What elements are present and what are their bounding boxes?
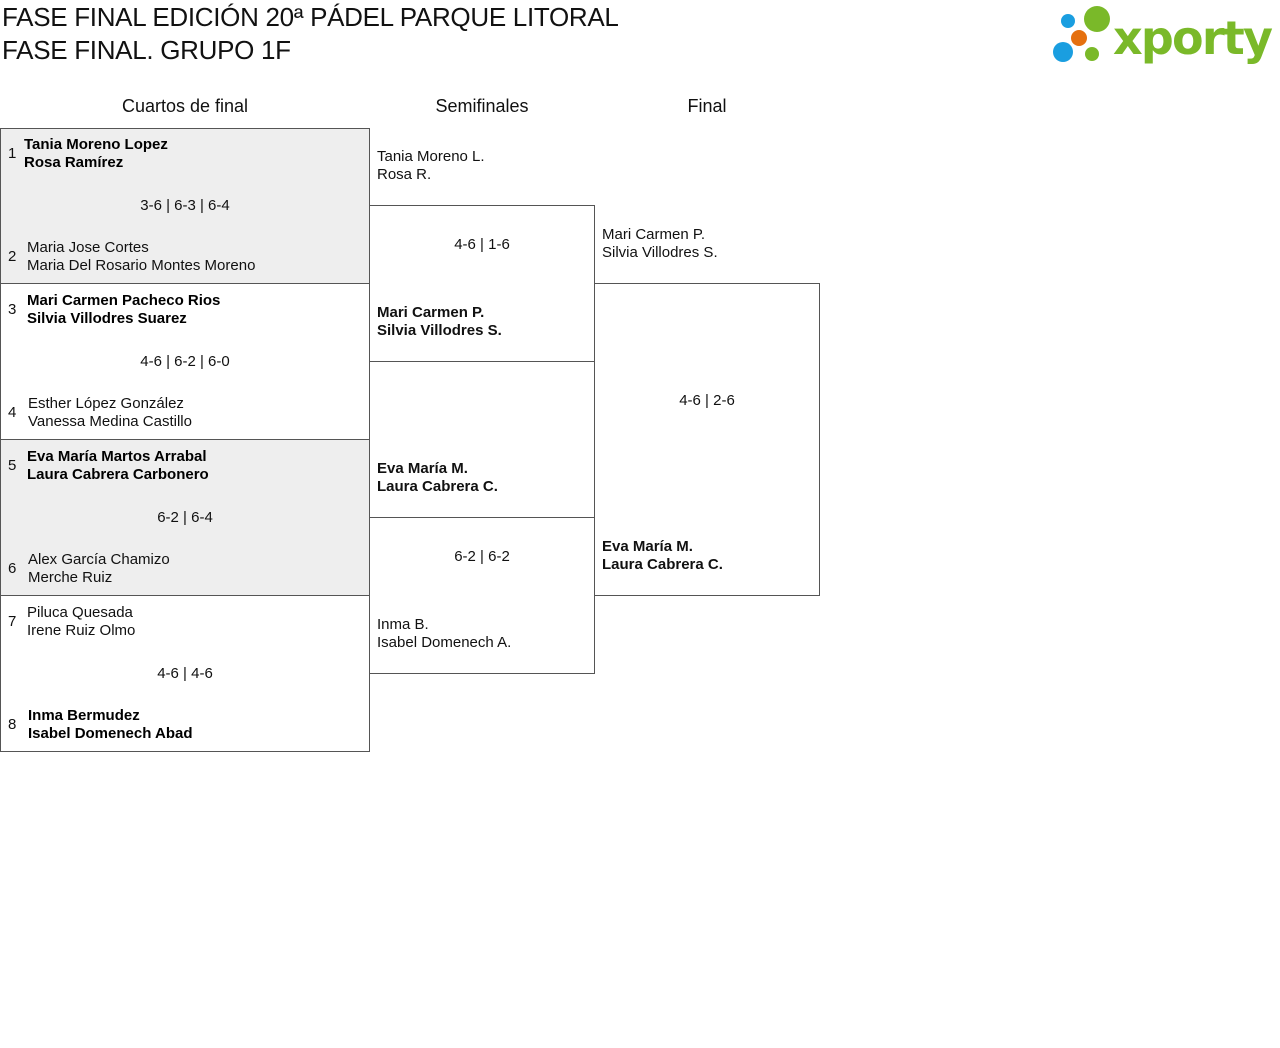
match-score: 6-2 | 6-2: [454, 548, 510, 565]
player-name: Maria Jose Cortes: [27, 239, 149, 256]
player-name: Vanessa Medina Castillo: [28, 413, 192, 430]
player-name: Eva María Martos Arrabal: [27, 448, 207, 465]
semifinal-2-team-bottom: Inma B.Isabel Domenech A.: [377, 616, 511, 652]
player-name: Rosa Ramírez: [24, 154, 124, 171]
player-name: Maria Del Rosario Montes Moreno: [27, 257, 256, 274]
player-name: Laura Cabrera C.: [377, 478, 498, 495]
player-name: Inma B.: [377, 616, 429, 633]
player-name: Laura Cabrera C.: [602, 556, 723, 573]
seed-number: 2: [8, 248, 17, 265]
match-score: 4-6 | 4-6: [157, 665, 213, 682]
seed-number: 4: [8, 404, 17, 421]
player-name: Mari Carmen Pacheco Rios: [27, 292, 221, 309]
match-score: 3-6 | 6-3 | 6-4: [140, 197, 230, 214]
final-match[interactable]: 4-6 | 2-6: [594, 283, 820, 596]
page-title: FASE FINAL EDICIÓN 20ª PÁDEL PARQUE LITO…: [2, 2, 619, 32]
column-header-quarters: Cuartos de final: [121, 96, 249, 116]
player-name: Eva María M.: [377, 460, 468, 477]
player-name: Esther López González: [28, 395, 184, 412]
player-name: Tania Moreno L.: [377, 148, 485, 165]
player-name: Merche Ruiz: [28, 569, 113, 586]
match-score: 4-6 | 6-2 | 6-0: [140, 353, 230, 370]
player-name: Silvia Villodres S.: [602, 244, 718, 261]
match-score: 6-2 | 6-4: [157, 509, 213, 526]
player-name: Silvia Villodres Suarez: [27, 310, 187, 327]
seed-number: 7: [8, 613, 17, 630]
column-header-final: Final: [687, 96, 727, 116]
xporty-logo: xporty: [1050, 4, 1276, 66]
seed-number: 5: [8, 457, 17, 474]
semifinal-2-team-winner: Eva María M.Laura Cabrera C.: [377, 460, 498, 496]
player-name: Alex García Chamizo: [28, 551, 170, 568]
player-name: Eva María M.: [602, 538, 693, 555]
seed-number: 3: [8, 301, 17, 318]
seed-number: 8: [8, 716, 17, 733]
svg-text:xporty: xporty: [1113, 11, 1273, 65]
player-name: Mari Carmen P.: [602, 226, 706, 243]
player-name: Isabel Domenech Abad: [28, 725, 193, 742]
player-name: Mari Carmen P.: [377, 304, 485, 321]
semifinal-1-team-top: Tania Moreno L.Rosa R.: [377, 148, 485, 184]
semifinal-match-2[interactable]: 6-2 | 6-2: [369, 517, 595, 674]
match-score: 4-6 | 1-6: [454, 236, 510, 253]
final-team-top: Mari Carmen P.Silvia Villodres S.: [602, 226, 718, 262]
player-name: Rosa R.: [377, 166, 432, 183]
seed-number: 1: [8, 145, 17, 162]
page-subtitle: FASE FINAL. GRUPO 1F: [2, 35, 291, 65]
player-name: Tania Moreno Lopez: [24, 136, 168, 153]
player-name: Piluca Quesada: [27, 604, 133, 621]
semifinal-1-team-winner: Mari Carmen P.Silvia Villodres S.: [377, 304, 502, 340]
column-header-semis: Semifinales: [435, 96, 529, 116]
player-name: Isabel Domenech A.: [377, 634, 512, 651]
seed-number: 6: [8, 560, 17, 577]
player-name: Laura Cabrera Carbonero: [27, 466, 209, 483]
semifinal-match-1[interactable]: 4-6 | 1-6: [369, 205, 595, 362]
player-name: Irene Ruiz Olmo: [27, 622, 136, 639]
final-team-winner: Eva María M.Laura Cabrera C.: [602, 538, 723, 574]
match-score: 4-6 | 2-6: [679, 392, 735, 409]
player-name: Inma Bermudez: [28, 707, 140, 724]
player-name: Silvia Villodres S.: [377, 322, 502, 339]
